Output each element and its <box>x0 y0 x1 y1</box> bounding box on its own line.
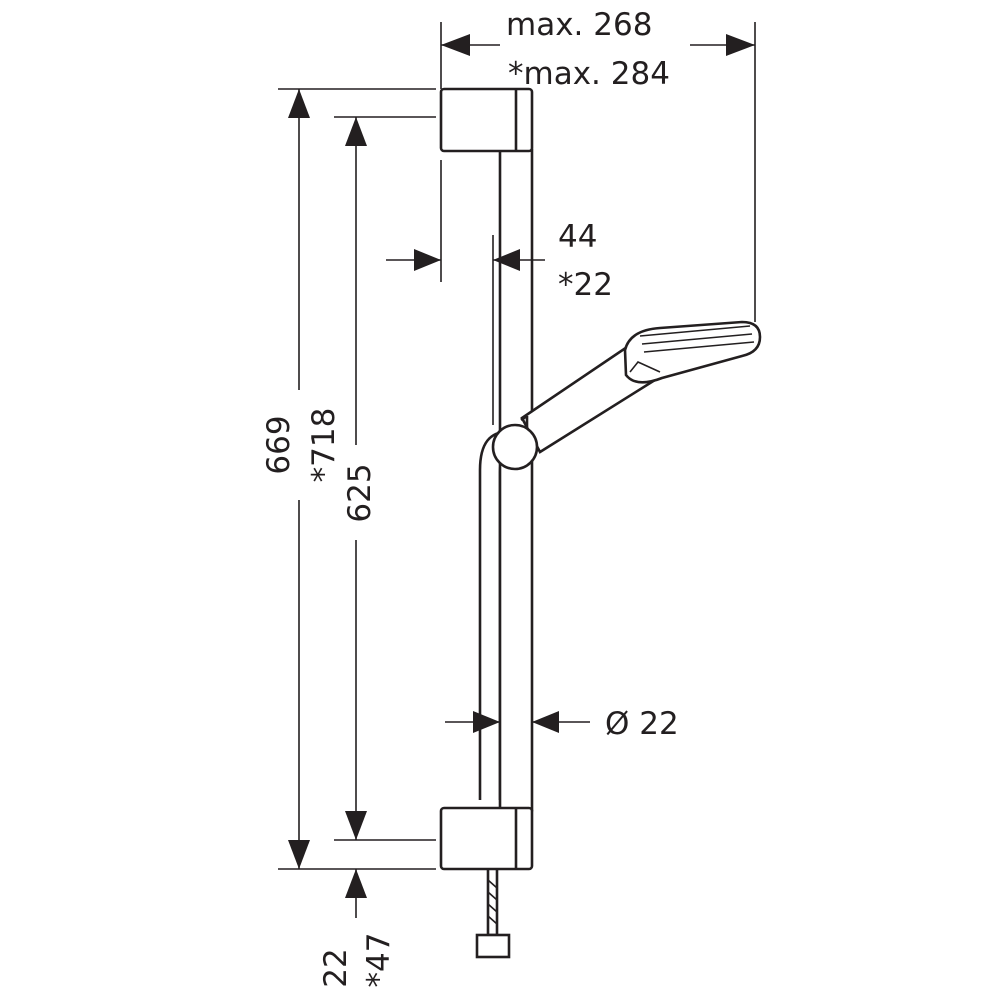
label-bottom-offset: 22 <box>318 948 354 987</box>
slider-ball-joint <box>491 414 539 471</box>
label-wall-offset-alt: *22 <box>558 267 613 303</box>
label-bracket-spacing: 625 <box>342 463 378 522</box>
hand-shower <box>520 320 762 454</box>
label-rail-diameter: Ø 22 <box>605 706 679 742</box>
dimension-wall-offset <box>386 160 545 282</box>
dimension-rail-diameter <box>445 711 590 733</box>
label-overall-height-alt: *718 <box>306 408 342 483</box>
bottom-wall-bracket <box>439 806 534 871</box>
dimension-top-width <box>440 22 756 322</box>
dimension-bracket-spacing <box>334 116 436 841</box>
label-top-width: max. 268 <box>506 7 652 43</box>
slide-rail <box>492 148 534 812</box>
dimension-labels: max. 268 *max. 284 44 *22 Ø 22 669 *718 … <box>261 7 679 988</box>
label-wall-offset: 44 <box>558 219 597 255</box>
label-bottom-offset-alt: *47 <box>361 933 397 988</box>
shower-set-outline <box>439 87 762 959</box>
hose-connector <box>475 869 511 959</box>
top-wall-bracket <box>439 87 534 153</box>
dimension-lines <box>278 22 756 918</box>
label-top-width-alt: *max. 284 <box>508 56 670 92</box>
dimension-bottom-offset <box>345 869 367 918</box>
label-overall-height: 669 <box>261 415 297 474</box>
dimension-overall-height <box>278 88 436 870</box>
